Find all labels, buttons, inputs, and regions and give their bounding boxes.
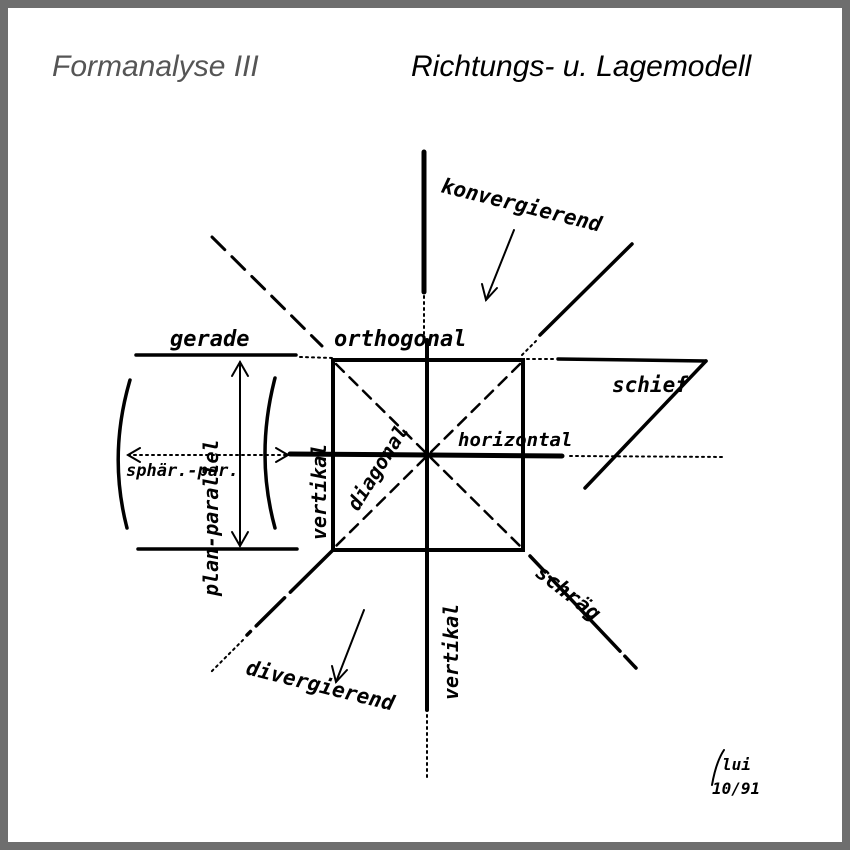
label-horizontal: horizontal (458, 429, 572, 451)
oblique-slanted-edge (583, 359, 708, 490)
label-schief: schief (612, 373, 688, 397)
label-diagonal: diagonal (342, 420, 413, 514)
spherical-arrowhead-right (275, 447, 290, 463)
horizontal-axis-dotted (569, 455, 726, 458)
oblique-top-edge (556, 357, 708, 363)
horizontal-axis (287, 451, 565, 459)
label-vertikal-inner: vertikal (307, 444, 331, 540)
diagonal-falling (334, 362, 522, 548)
ray-upper-right-dotted (521, 340, 537, 356)
label-vertikal-lower: vertikal (439, 604, 463, 700)
label-divergierend: divergierend (244, 656, 398, 716)
label-sphaer-par: sphär.-par. (126, 461, 239, 481)
label-orthogonal: orthogonal (334, 327, 466, 352)
label-schraeg: schräg (531, 560, 606, 626)
label-gerade: gerade (170, 327, 249, 352)
diverging-arrow (335, 609, 365, 683)
spherical-arrowhead-left (126, 447, 141, 463)
ray-lower-left-dotted (209, 639, 244, 674)
diverging-arrowhead (331, 665, 348, 685)
spherical-arc-left (116, 378, 132, 530)
plane-parallel-arrowhead-bottom (231, 531, 249, 549)
ray-lower-left (245, 548, 335, 637)
plane-parallel-arrowhead-top (231, 359, 249, 377)
subject-title: Formanalyse III (52, 50, 259, 83)
label-konvergierend: konvergierend (439, 174, 606, 237)
converging-arrowhead (481, 283, 498, 303)
ray-lower-right (528, 554, 638, 670)
converging-arrow (485, 229, 515, 301)
drawing-title: Richtungs- u. Lagemodell (411, 50, 752, 83)
signature-stroke (711, 749, 725, 786)
ray-upper-right (538, 242, 634, 337)
straight-line-top-dotted (299, 356, 334, 359)
ray-upper-left-dashed (210, 235, 324, 348)
label-plan-parallel: plan-parallel (199, 439, 223, 597)
signature-initials: lui (722, 755, 751, 774)
diagonal-rising (334, 362, 522, 548)
signature-date: 10/91 (712, 779, 760, 798)
spherical-arc-right (263, 376, 277, 530)
